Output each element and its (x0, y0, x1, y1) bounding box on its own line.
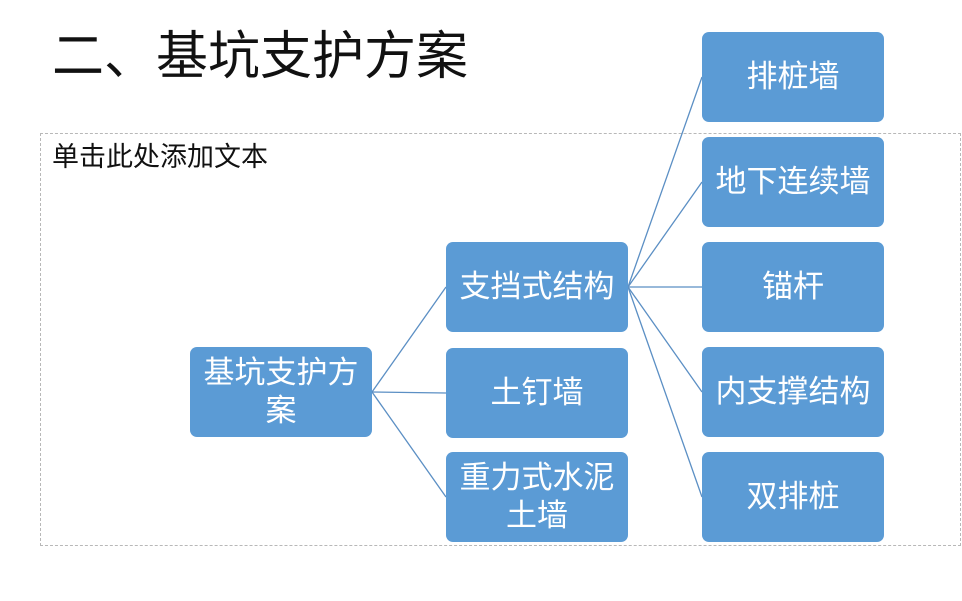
node-level2-0[interactable]: 排桩墙 (702, 32, 884, 122)
connector-l1-l2-1 (627, 181, 703, 288)
node-level2-1[interactable]: 地下连续墙 (702, 137, 884, 227)
connector-l1-l2-0 (627, 76, 703, 288)
node-root[interactable]: 基坑支护方案 (190, 347, 372, 437)
node-level2-2[interactable]: 锚杆 (702, 242, 884, 332)
node-level1-0[interactable]: 支挡式结构 (446, 242, 628, 332)
node-level1-1[interactable]: 土钉墙 (446, 348, 628, 438)
content-placeholder[interactable] (40, 133, 961, 546)
slide-title: 二、基坑支护方案 (52, 27, 469, 87)
connector-root-l1-2 (371, 391, 447, 498)
node-level2-3[interactable]: 内支撑结构 (702, 347, 884, 437)
connector-l1-l2-4 (627, 286, 703, 498)
node-level1-2[interactable]: 重力式水泥土墙 (446, 452, 628, 542)
connector-root-l1-1 (371, 391, 447, 394)
connector-l1-l2-3 (627, 286, 703, 393)
connector-root-l1-0 (371, 286, 447, 393)
placeholder-text: 单击此处添加文本 (52, 142, 268, 173)
node-level2-4[interactable]: 双排桩 (702, 452, 884, 542)
